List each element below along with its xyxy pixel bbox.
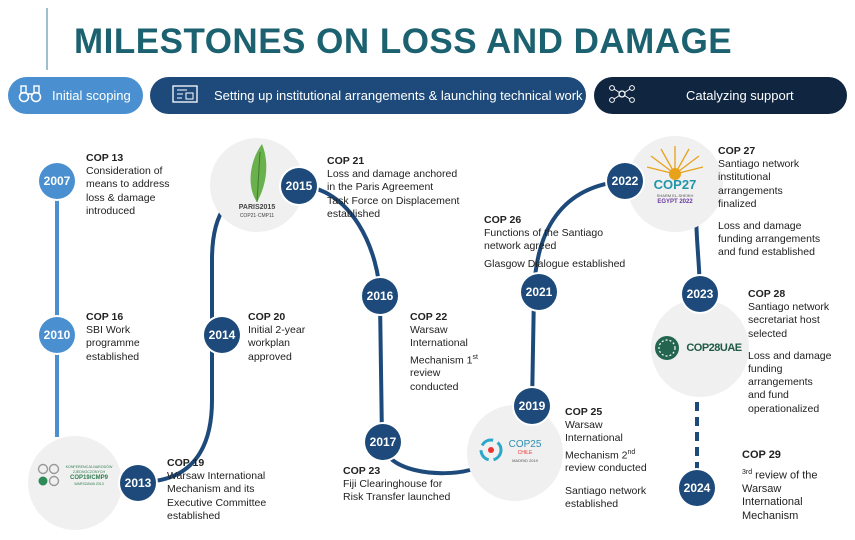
binoculars-icon xyxy=(18,85,42,106)
phase-label: Catalyzing support xyxy=(686,88,794,103)
phase-institutional-arrangements: Setting up institutional arrangements & … xyxy=(150,77,586,114)
cop27-logo-text: COP27 SHARM EL-SHEIKH EGYPT 2022 xyxy=(653,177,697,206)
year-node-2019: 2019 xyxy=(514,388,550,424)
paris2015-logo: PARIS2015 COP21·CMP11 xyxy=(210,138,304,232)
year-node-2015: 2015 xyxy=(281,168,317,204)
year-node-2022: 2022 xyxy=(607,163,643,199)
phase-label: Setting up institutional arrangements & … xyxy=(214,88,583,103)
year-node-2007: 2007 xyxy=(39,163,75,199)
phase-catalyzing-support: Catalyzing support xyxy=(594,77,847,114)
year-node-2024: 2024 xyxy=(679,470,715,506)
cop27-logo: COP27 SHARM EL-SHEIKH EGYPT 2022 xyxy=(627,136,723,232)
title-rule xyxy=(46,8,48,70)
event-cop29: COP 29 3rd review of the Warsaw Internat… xyxy=(742,449,818,523)
phase-label: Initial scoping xyxy=(52,88,131,103)
year-node-2023: 2023 xyxy=(682,276,718,312)
cop25-logo-text: COP25 CHILE MADRID 2019 xyxy=(508,439,542,463)
year-node-2021: 2021 xyxy=(521,274,557,310)
paris2015-logo-text: PARIS2015 COP21·CMP11 xyxy=(238,204,276,219)
year-node-2017: 2017 xyxy=(365,424,401,460)
event-cop25: COP 25 Warsaw International Mechanism 2n… xyxy=(565,406,647,510)
cop28-logo-text: COP28UAE xyxy=(686,342,742,354)
year-node-2010: 2010 xyxy=(39,317,75,353)
event-cop22: COP 22 Warsaw International Mechanism 1s… xyxy=(410,311,478,393)
blueprint-icon xyxy=(172,84,198,107)
cop25-logo: COP25 CHILE MADRID 2019 xyxy=(467,405,563,501)
year-node-2013: 2013 xyxy=(120,465,156,501)
year-node-2014: 2014 xyxy=(204,317,240,353)
cop28-logo: COP28UAE xyxy=(651,299,749,397)
network-icon xyxy=(608,83,636,108)
page-title: MILESTONES ON LOSS AND DAMAGE xyxy=(74,22,733,61)
phase-initial-scoping: Initial scoping xyxy=(8,77,143,114)
year-node-2016: 2016 xyxy=(362,278,398,314)
